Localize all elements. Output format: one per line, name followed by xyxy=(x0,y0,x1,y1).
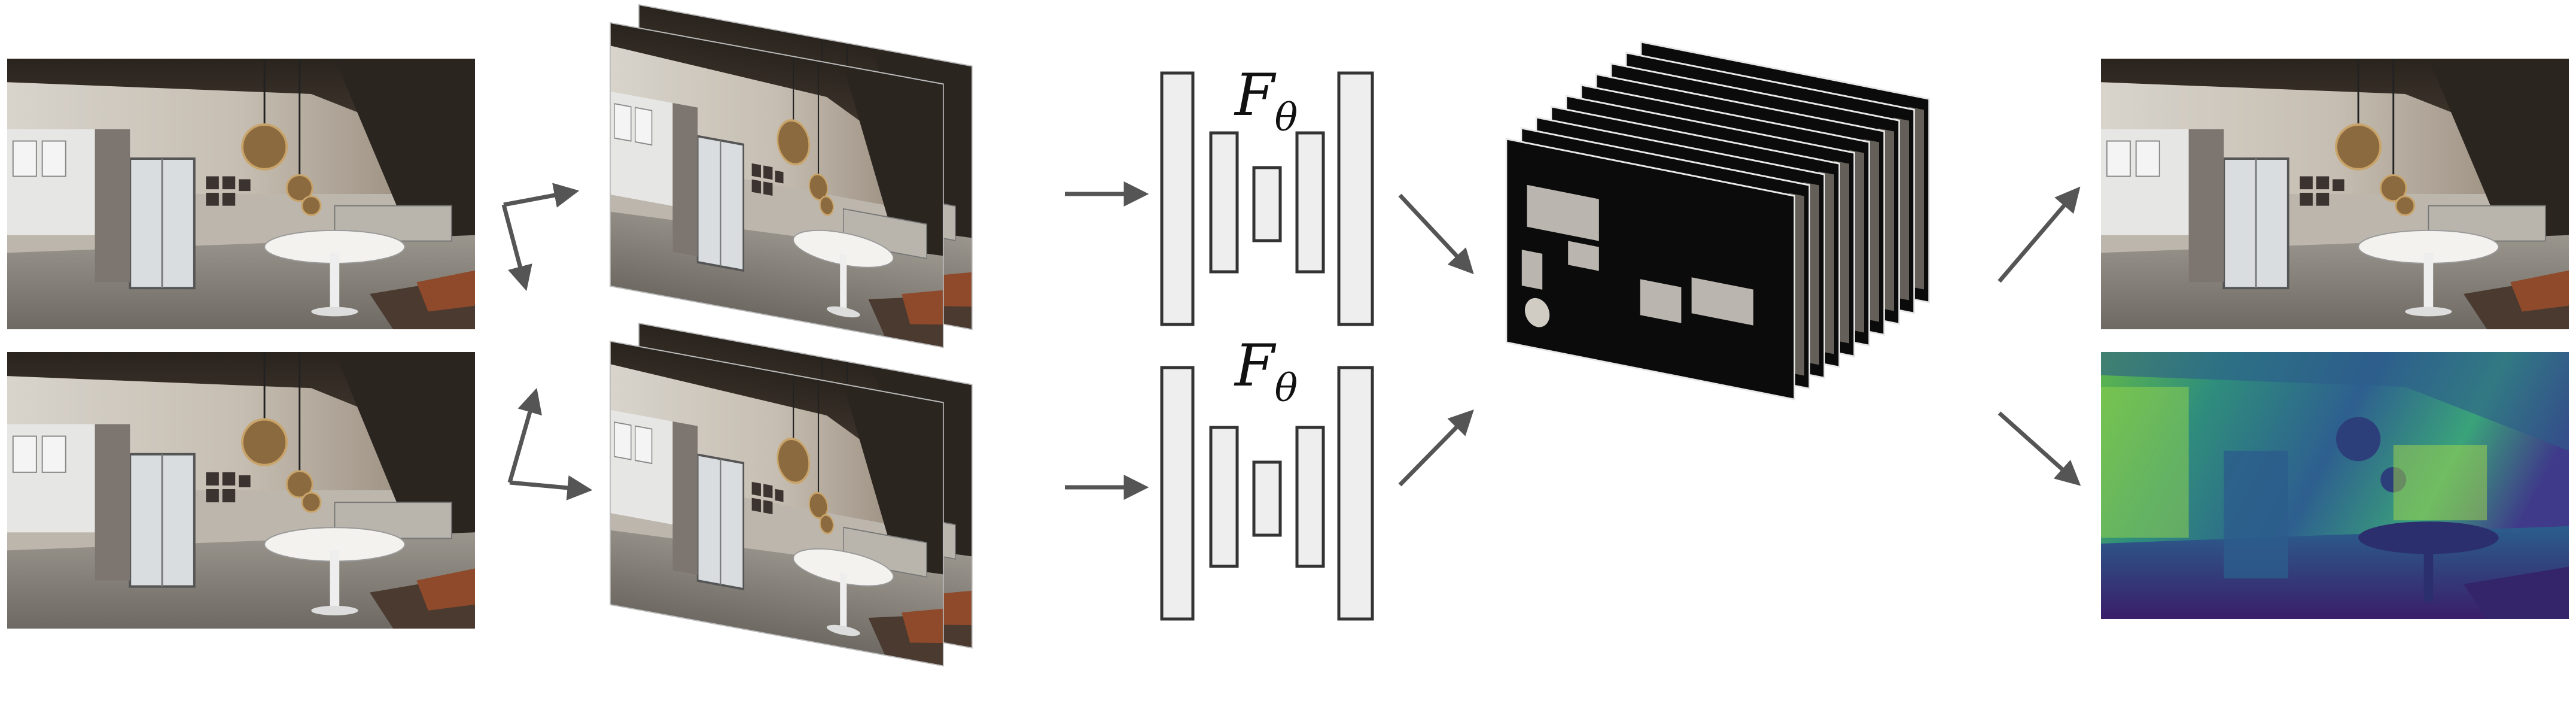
network-bottom-label: Fθ xyxy=(1234,332,1298,411)
output-depth-map xyxy=(2101,352,2569,619)
input-image-bottom xyxy=(7,352,475,629)
network-bottom-layer-1 xyxy=(1160,366,1195,621)
network-top xyxy=(1160,71,1374,326)
network-bottom-layer-4 xyxy=(1295,426,1325,568)
camera-pose-axes-top xyxy=(501,183,580,292)
arrow-to-planes-top xyxy=(1398,193,1474,275)
output-rendered-image xyxy=(2101,59,2569,329)
arrow-to-rendered-image xyxy=(1998,186,2081,283)
warped-stack-bottom xyxy=(610,322,973,667)
network-bottom xyxy=(1160,366,1374,621)
layered-planes xyxy=(1505,41,1930,400)
camera-pose-axes-bottom xyxy=(507,387,593,500)
network-bottom-layer-2 xyxy=(1209,426,1239,568)
network-top-layer-1 xyxy=(1160,71,1195,326)
network-top-layer-4 xyxy=(1295,131,1325,274)
network-top-layer-3 xyxy=(1252,166,1282,242)
network-top-layer-5 xyxy=(1337,71,1374,326)
input-image-top xyxy=(7,59,475,329)
network-bottom-layer-5 xyxy=(1337,366,1374,621)
network-top-label: Fθ xyxy=(1234,62,1298,140)
warped-stack-top xyxy=(610,4,973,348)
arrow-to-planes-bottom xyxy=(1398,409,1474,487)
network-top-layer-2 xyxy=(1209,131,1239,274)
arrow-to-depth-map xyxy=(1998,411,2081,486)
scene-plane xyxy=(1505,138,1795,400)
network-bottom-layer-3 xyxy=(1252,460,1282,537)
